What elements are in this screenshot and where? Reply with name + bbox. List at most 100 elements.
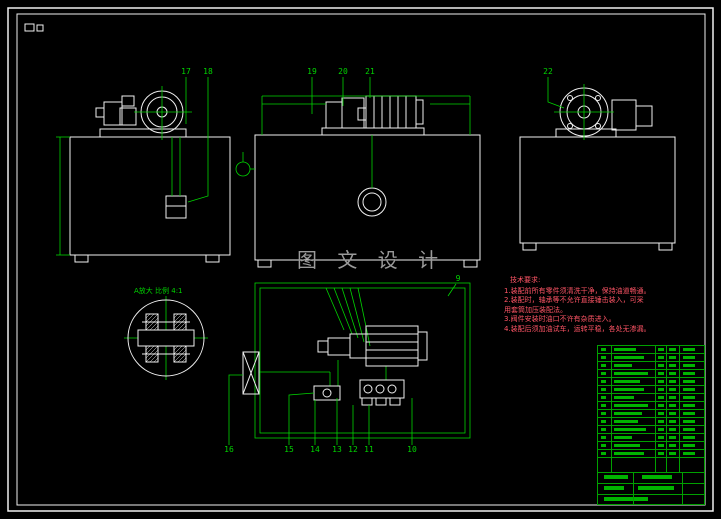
bom-cell-text	[601, 388, 606, 391]
bom-cell-text	[683, 364, 695, 367]
bom-cell-text	[601, 452, 606, 455]
bom-cell-text	[669, 364, 676, 367]
title-block-line	[598, 483, 704, 484]
watermark-text: 图 文 设 计	[297, 248, 446, 272]
part-callout-21: 21	[365, 67, 375, 76]
part-callout-14: 14	[310, 445, 320, 454]
bom-row	[598, 362, 704, 370]
part-callout-13: 13	[332, 445, 342, 454]
bom-cell-text	[601, 348, 606, 351]
title-block-line	[598, 494, 704, 495]
bom-cell-text	[683, 420, 695, 423]
tech-note-line: 1.装配前所有零件须清洗干净，保持油道畅通。	[504, 286, 651, 295]
bom-cell-text	[601, 444, 606, 447]
bom-row	[598, 378, 704, 386]
bom-cell-text	[669, 372, 676, 375]
bom-cell-text	[669, 404, 676, 407]
bom-cell-text	[614, 412, 642, 415]
bom-table	[597, 345, 705, 505]
bom-cell-text	[614, 444, 640, 447]
tech-note-line: 4.装配后须加油试车，运转平稳，各处无渗漏。	[504, 324, 651, 333]
bom-cell-text	[614, 452, 644, 455]
drawing-frame	[7, 7, 714, 512]
bom-row	[598, 346, 704, 354]
bom-cell-text	[683, 356, 695, 359]
bom-cell-text	[658, 428, 664, 431]
bom-cell-text	[614, 364, 632, 367]
bom-cell-text	[683, 436, 695, 439]
bom-cell-text	[683, 372, 695, 375]
bom-row	[598, 426, 704, 434]
tech-note-line: 用套筒加压装配法。	[504, 305, 567, 314]
bom-cell-text	[669, 412, 676, 415]
bom-cell-text	[683, 412, 695, 415]
part-callout-9: 9	[455, 274, 461, 283]
part-callout-11: 11	[364, 445, 374, 454]
bom-cell-text	[601, 412, 606, 415]
bom-cell-text	[658, 444, 664, 447]
bom-cell-text	[601, 404, 606, 407]
technical-notes: 技术要求: 1.装配前所有零件须清洗干净，保持油道畅通。2.装配时，轴承等不允许…	[504, 276, 658, 334]
bom-cell-text	[601, 364, 606, 367]
bom-cell-text	[614, 396, 634, 399]
part-callout-10: 10	[407, 445, 417, 454]
title-block-line	[633, 472, 634, 504]
bom-cell-text	[669, 436, 676, 439]
bom-cell-text	[658, 380, 664, 383]
bom-cell-text	[658, 396, 664, 399]
bom-cell-text	[601, 356, 606, 359]
view-detail-a	[124, 296, 208, 380]
bom-cell-text	[683, 388, 695, 391]
title-block-text	[638, 486, 674, 490]
bom-cell-text	[683, 396, 695, 399]
bom-cell-text	[669, 380, 676, 383]
bom-cell-text	[669, 420, 676, 423]
tech-note-line: 2.装配时，轴承等不允许直接锤击装入，可采	[504, 296, 644, 304]
bom-cell-text	[669, 388, 676, 391]
bom-cell-text	[658, 436, 664, 439]
bom-row	[598, 418, 704, 426]
title-block-line	[682, 472, 683, 504]
part-callout-16: 16	[224, 445, 234, 454]
bom-cell-text	[601, 380, 606, 383]
bom-cell-text	[614, 348, 636, 351]
part-callout-20: 20	[338, 67, 348, 76]
bom-cell-text	[614, 388, 644, 391]
part-callout-18: 18	[203, 67, 213, 76]
view-side	[519, 77, 676, 251]
view-front-main	[235, 77, 481, 268]
bom-cell-text	[601, 436, 606, 439]
technical-notes-title: 技术要求:	[510, 276, 541, 284]
bom-cell-text	[683, 380, 695, 383]
bom-cell-text	[614, 372, 648, 375]
bom-cell-text	[683, 444, 695, 447]
bom-cell-text	[658, 348, 664, 351]
bom-cell-text	[669, 396, 676, 399]
title-block-text	[604, 497, 648, 501]
technical-notes-lines: 1.装配前所有零件须清洗干净，保持油道畅通。2.装配时，轴承等不允许直接锤击装入…	[504, 287, 658, 335]
part-callout-12: 12	[348, 445, 358, 454]
bom-cell-text	[658, 420, 664, 423]
bom-row	[598, 402, 704, 410]
part-callout-17: 17	[181, 67, 191, 76]
bom-cell-text	[683, 428, 695, 431]
bom-row	[598, 450, 704, 458]
bom-cell-text	[658, 372, 664, 375]
bom-row	[598, 394, 704, 402]
bom-row	[598, 370, 704, 378]
part-callout-15: 15	[284, 445, 294, 454]
bom-cell-text	[658, 412, 664, 415]
title-block-text	[642, 475, 672, 479]
bom-row	[598, 410, 704, 418]
bom-cell-text	[601, 428, 606, 431]
bom-cell-text	[614, 436, 632, 439]
tech-note-line: 3.阀件安装时油口不许有杂质进入。	[504, 315, 616, 323]
title-block-text	[604, 475, 628, 479]
bom-cell-text	[683, 452, 695, 455]
title-block-line	[598, 472, 704, 473]
bom-cell-text	[601, 372, 606, 375]
bom-cell-text	[658, 356, 664, 359]
part-callout-22: 22	[543, 67, 553, 76]
